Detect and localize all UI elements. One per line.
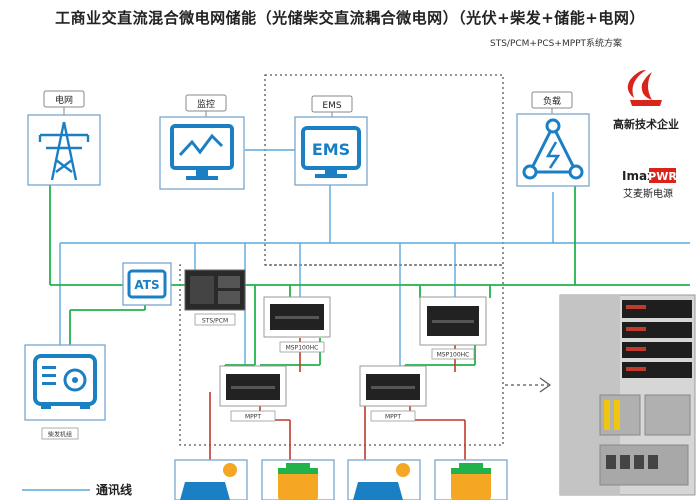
battery-right (434, 459, 508, 500)
comm-lines (22, 149, 690, 491)
ems-node: EMS EMS (294, 95, 368, 186)
grid-label: 电网 (55, 94, 73, 106)
legend-comm-line-label: 通讯线 (96, 482, 132, 497)
msp-left-node: MSP100HC (263, 296, 331, 353)
monitor-label: 监控 (197, 98, 215, 110)
mppt-right-label: MPPT (385, 414, 401, 421)
monitor-icon (170, 124, 234, 180)
brand-area: 高新技术企业 Imax PWR 艾麦斯电源 (613, 70, 679, 200)
ems-icon-text: EMS (312, 140, 350, 159)
ems-label: EMS (322, 101, 341, 111)
arrow-to-cabinet-icon (505, 377, 552, 393)
pylon-icon (38, 121, 90, 181)
mppt-left-node: MPPT (219, 365, 287, 422)
system-boundary-lower (179, 264, 504, 446)
grid-node: 电网 (27, 90, 101, 186)
solar-panel-icon (180, 482, 230, 500)
mppt-right-node: MPPT (359, 365, 427, 422)
battery-icon (278, 468, 318, 500)
monitor-node: 监控 (159, 94, 245, 190)
msp-right-label: MSP100HC (437, 352, 470, 359)
imax-text: Imax (622, 169, 655, 183)
load-node: 负载 (516, 91, 590, 187)
msp-right-node: MSP100HC (419, 296, 487, 360)
ats-label: ATS (134, 278, 159, 292)
pv-panel-right (347, 459, 421, 500)
pwr-text: PWR (648, 170, 677, 183)
page-title: 工商业交直流混合微电网储能（光储柴交直流耦合微电网）（光伏+柴发+储能+电网） (55, 9, 645, 27)
hitech-label: 高新技术企业 (613, 117, 679, 131)
sun-icon (396, 463, 410, 477)
sun-icon (223, 463, 237, 477)
mppt-left-label: MPPT (245, 414, 261, 421)
generator-icon (33, 354, 97, 406)
pv-panel-left (174, 459, 248, 500)
sts-pcm-node: STS/PCM (184, 269, 246, 326)
ats-node: ATS (122, 262, 172, 306)
load-label: 负载 (543, 95, 561, 107)
battery-left (261, 459, 335, 500)
page-subtitle: STS/PCM+PCS+MPPT系统方案 (490, 39, 623, 49)
diesel-node: 柴发机组 (24, 344, 106, 440)
sts-pcm-label: STS/PCM (202, 318, 228, 325)
hitech-logo-icon (627, 70, 662, 106)
system-boundary-upper (264, 74, 504, 266)
solar-panel-icon (353, 482, 403, 500)
diesel-label: 柴发机组 (48, 431, 72, 439)
imax-cn-label: 艾麦斯电源 (623, 187, 673, 200)
load-triangle-icon (522, 118, 584, 180)
battery-icon (451, 468, 491, 500)
pwr-badge (649, 168, 676, 183)
cabinet-photo (559, 294, 696, 496)
msp-left-label: MSP100HC (286, 345, 319, 352)
